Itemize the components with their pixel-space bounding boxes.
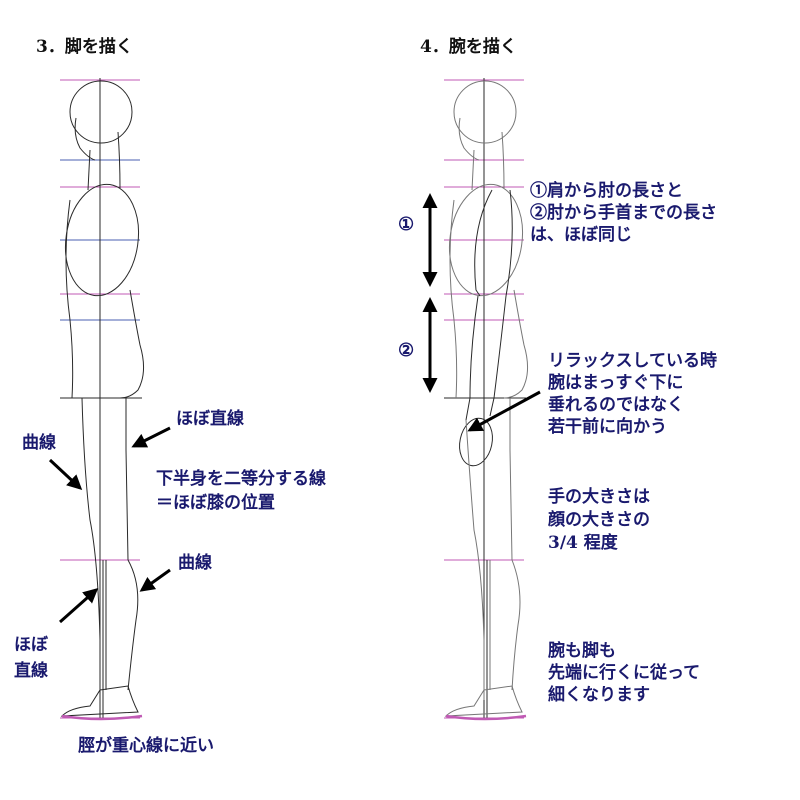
label-curve-left: 曲線 <box>22 433 56 453</box>
note-relaxed-line-4: 若干前に向かう <box>548 417 667 437</box>
arrow-relaxed-arm <box>467 390 541 432</box>
note-taper: 腕も脚も 先端に行くに従って 細くなります <box>548 640 700 706</box>
note-hand-line-2: 顔の大きさの <box>548 510 650 530</box>
right-pelvis <box>503 289 528 399</box>
note-relaxed-line-1: リラックスしている時 <box>548 351 717 371</box>
left-sole <box>61 714 143 721</box>
right-back <box>449 199 458 399</box>
label-straight-bottom-2: 直線 <box>14 661 48 681</box>
label-curve-right: 曲線 <box>178 553 212 573</box>
right-neck <box>471 131 505 191</box>
right-guide-lines <box>444 79 526 719</box>
arrow-straight-top <box>131 426 171 448</box>
left-neck <box>87 131 121 191</box>
arrow-curve-left <box>48 458 83 491</box>
note-hand-line-1: 手の大きさは <box>548 487 650 507</box>
label-shin: 脛が重心線に近い <box>78 736 214 756</box>
note-hand-line-3: 3/4 程度 <box>548 533 618 553</box>
left-calf <box>127 559 139 691</box>
right-forearm <box>465 295 507 421</box>
label-straight-top: ほぼ直線 <box>176 409 244 429</box>
arrow-curve-right <box>139 568 171 592</box>
label-half-line: 下半身を二等分する線 <box>156 469 326 489</box>
arrow-straight-bottom <box>59 588 99 624</box>
note-relaxed: リラックスしている時 腕はまっすぐ下に 垂れるのではなく 若干前に向かう <box>548 350 717 438</box>
label-knee: ＝ほぼ膝の位置 <box>156 493 275 513</box>
right-foot <box>444 685 523 717</box>
left-face <box>74 117 96 161</box>
note-taper-line-2: 先端に行くに従って <box>548 663 701 683</box>
left-figure <box>60 78 144 721</box>
marker-2: ② <box>398 340 415 361</box>
left-leg-back <box>81 397 101 700</box>
marker-1: ① <box>398 214 415 235</box>
note-relaxed-line-3: 垂れるのではなく <box>548 395 684 415</box>
left-pelvis <box>119 289 144 399</box>
right-face <box>458 117 480 161</box>
left-panel-title: 3．脚を描く <box>36 37 133 57</box>
right-head <box>453 80 517 144</box>
right-panel-title: 4．腕を描く <box>420 37 517 57</box>
label-straight-bottom-1: ほぼ <box>14 635 48 655</box>
right-thigh-front <box>509 398 513 561</box>
right-calf <box>511 559 521 691</box>
note-length-line-1: ①肩から肘の長さと <box>530 181 683 201</box>
note-hand: 手の大きさは 顔の大きさの 3/4 程度 <box>548 486 650 555</box>
arrows <box>48 193 541 624</box>
right-upper-arm <box>474 189 513 297</box>
note-taper-line-1: 腕も脚も <box>548 641 616 661</box>
right-leg-back <box>465 419 485 700</box>
right-hand <box>459 417 493 467</box>
left-thigh-front <box>125 398 129 561</box>
note-length-line-2: ②肘から手首までの長さ <box>530 203 717 223</box>
note-length: ①肩から肘の長さと ②肘から手首までの長さ は、ほぼ同じ <box>530 180 717 246</box>
right-figure <box>444 78 528 721</box>
right-sole <box>445 714 527 721</box>
note-taper-line-3: 細くなります <box>548 685 650 705</box>
left-head <box>69 80 133 144</box>
left-back <box>65 199 74 399</box>
left-foot <box>60 685 139 717</box>
left-guide-lines <box>60 79 142 719</box>
note-length-line-3: は、ほぼ同じ <box>530 225 632 245</box>
note-relaxed-line-2: 腕はまっすぐ下に <box>548 373 684 393</box>
